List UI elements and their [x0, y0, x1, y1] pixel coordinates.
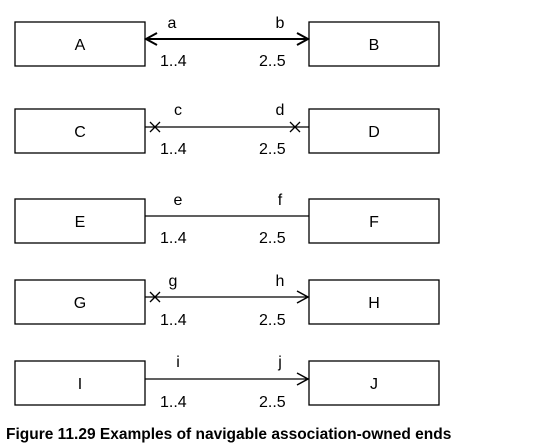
navigable-arrow-end-j	[296, 372, 310, 386]
multiplicity-end-h: 2..5	[259, 312, 286, 329]
class-label-j: J	[370, 376, 378, 393]
class-box-d[interactable]	[308, 108, 440, 154]
class-box-b[interactable]	[308, 21, 440, 67]
association-row-g-h: G H g h 1..4 2..5	[14, 273, 440, 329]
end-name-b: b	[276, 15, 285, 32]
end-name-h: h	[276, 273, 285, 290]
end-name-i: i	[176, 354, 180, 371]
association-row-a-b: A B a b 1..4 2..5	[14, 15, 440, 70]
end-name-c: c	[174, 102, 182, 119]
multiplicity-end-j: 2..5	[259, 394, 286, 411]
class-box-f[interactable]	[308, 198, 440, 244]
class-label-f: F	[369, 214, 379, 231]
class-label-e: E	[75, 214, 86, 231]
class-box-e[interactable]	[14, 198, 146, 244]
multiplicity-end-b: 2..5	[259, 53, 286, 70]
multiplicity-end-g: 1..4	[160, 312, 187, 329]
class-label-a: A	[75, 37, 86, 54]
class-box-j[interactable]	[308, 360, 440, 406]
navigable-arrow-end-a	[143, 32, 158, 46]
multiplicity-end-f: 2..5	[259, 230, 286, 247]
class-label-h: H	[368, 295, 380, 312]
non-navigable-cross-end-c	[149, 121, 161, 133]
class-box-a[interactable]	[14, 21, 146, 67]
non-navigable-cross-end-d	[289, 121, 301, 133]
class-label-g: G	[74, 295, 86, 312]
figure-caption: Figure 11.29 Examples of navigable assoc…	[6, 426, 451, 443]
multiplicity-end-e: 1..4	[160, 230, 187, 247]
class-label-i: I	[78, 376, 82, 393]
association-row-i-j: I J i j 1..4 2..5	[14, 354, 440, 411]
multiplicity-end-d: 2..5	[259, 141, 286, 158]
navigable-arrow-end-b	[296, 32, 311, 46]
end-name-a: a	[168, 15, 177, 32]
association-row-e-f: E F e f 1..4 2..5	[14, 192, 440, 247]
multiplicity-end-a: 1..4	[160, 53, 187, 70]
class-label-c: C	[74, 124, 86, 141]
multiplicity-end-i: 1..4	[160, 394, 187, 411]
class-box-i[interactable]	[14, 360, 146, 406]
end-name-e: e	[174, 192, 183, 209]
class-box-h[interactable]	[308, 279, 440, 325]
navigable-arrow-end-h	[296, 290, 310, 304]
class-box-g[interactable]	[14, 279, 146, 325]
class-box-c[interactable]	[14, 108, 146, 154]
end-name-d: d	[276, 102, 285, 119]
end-name-g: g	[169, 273, 178, 290]
end-name-j: j	[277, 354, 282, 371]
end-name-f: f	[278, 192, 283, 209]
class-label-d: D	[368, 124, 380, 141]
multiplicity-end-c: 1..4	[160, 141, 187, 158]
association-row-c-d: C D c d 1..4 2..5	[14, 102, 440, 158]
class-label-b: B	[369, 37, 380, 54]
non-navigable-cross-end-g	[149, 291, 161, 303]
